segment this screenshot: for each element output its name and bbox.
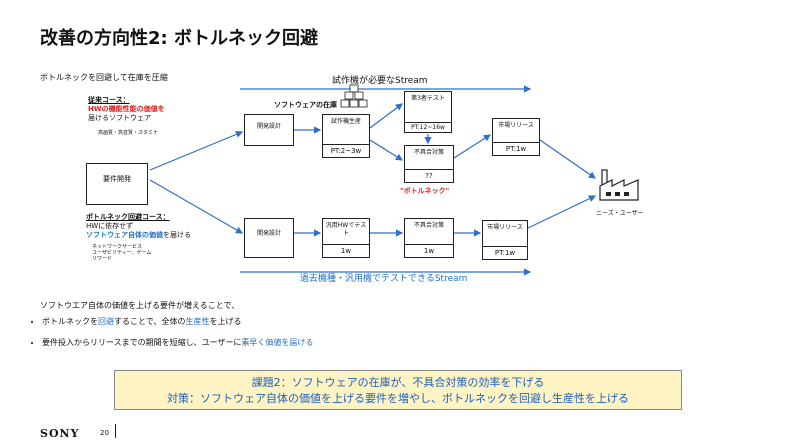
avoid-sub1: ネットワークサービス — [92, 244, 143, 250]
hwtest-box: 汎用HWでテスト 1w — [322, 218, 370, 258]
release-bottom-label: 市場リリース — [487, 224, 523, 231]
proto-box: 試作機生産 PT:2~3w — [322, 114, 370, 158]
bullet-2: 要件投入からリリースまでの期間を短縮し、ユーザーに素早く価値を届ける — [42, 337, 313, 348]
requirement-box: 要件開発 — [86, 163, 148, 205]
req-to-dev-top-arrow — [149, 130, 244, 171]
release-top-label: 市場リリース — [498, 122, 534, 129]
conventional-sub: 高画質・高音質・スタミナ — [98, 130, 159, 136]
fix-bottom-pt: 1w — [405, 244, 453, 257]
conventional-line1: HWの機能性能の価値を — [88, 105, 165, 113]
bullet-1: ボトルネックを回避することで、全体の生産性を上げる — [42, 316, 313, 327]
third-party-label: 第3者テスト — [411, 95, 445, 102]
dev-top-box: 開発設計 — [244, 114, 294, 146]
release-bottom-to-customer-arrow — [527, 195, 597, 229]
brand-logo: SONY — [40, 427, 80, 440]
subtitle: ボトルネックを回避して在庫を圧縮 — [40, 73, 168, 82]
stream-top-label: 試作機が必要なStream — [332, 76, 428, 86]
avoid-course: ボトルネック回避コース： HWに依存せず ソフトウェア自体の価値を届ける ネット… — [86, 213, 191, 262]
third-party-pt: PT:12~16w — [405, 122, 451, 132]
bullet-1-part-a: ボトルネックを — [42, 317, 98, 326]
third-party-box: 第3者テスト PT:12~16w — [404, 91, 452, 133]
avoid-heading: ボトルネック回避コース： — [86, 213, 170, 221]
release-bottom-box: 市場リリース PT:1w — [482, 220, 528, 260]
bullet-list: ボトルネックを回避することで、全体の生産性を上げる 要件投入からリリースまでの期… — [28, 316, 313, 358]
release-to-customer-arrow — [539, 139, 596, 179]
proto-to-third-arrow — [369, 103, 403, 129]
release-bottom-pt: PT:1w — [483, 246, 527, 259]
fix-to-release-arrow — [453, 134, 492, 159]
intro-text: ソフトウエア自体の価値を上げる要件が増えることで、 — [40, 301, 240, 310]
fix-bottom-box: 不具合対策 1w — [404, 218, 454, 258]
dev-bottom-box: 開発設計 — [244, 218, 294, 258]
page-number: 20 — [100, 429, 109, 437]
customer-label: ニーズ・ユーザー — [596, 210, 644, 217]
avoid-sub2: ユーザビリティー、ゲーム — [92, 250, 152, 256]
proto-to-fix-arrow — [369, 139, 404, 161]
fix-top-label: 不具合対策 — [413, 149, 444, 156]
summary-line-2: 対策：ソフトウェア自体の価値を上げる要件を増やし、ボトルネックを回避し生産性を上… — [167, 392, 629, 405]
slide-title: 改善の方向性2: ボトルネック回避 — [40, 28, 318, 49]
conventional-heading: 従来コース： — [88, 96, 130, 104]
bullet-2-part-a: 要件投入からリリースまでの期間を短縮し、ユーザーに — [42, 338, 242, 347]
inventory-stack-icon — [340, 84, 368, 108]
proto-label: 試作機生産 — [330, 118, 361, 125]
proto-pt: PT:2~3w — [323, 144, 369, 157]
bullet-1-part-d: 生産性 — [185, 317, 210, 326]
bullet-1-part-c: することで、全体の — [114, 317, 186, 326]
conventional-line2: 届けるソフトウェア — [88, 114, 151, 122]
stream-bottom-label: 過去機種・汎用機でテストできるStream — [300, 274, 468, 284]
bullet-2-part-b: 素早く価値を届ける — [241, 338, 314, 347]
factory-icon — [599, 169, 639, 201]
avoid-sub3: リワード — [92, 256, 113, 262]
release-top-pt: PT:1w — [493, 142, 539, 155]
dev-top-label: 開発設計 — [256, 123, 281, 130]
summary-box: 課題2：ソフトウェアの在庫が、不具合対策の効率を下げる 対策：ソフトウェア自体の… — [114, 370, 682, 410]
avoid-line2-bold: ソフトウェア自体の価値 — [86, 231, 163, 239]
fix-top-pt: ?? — [405, 169, 453, 182]
conventional-course: 従来コース： HWの機能性能の価値を 届けるソフトウェア 高画質・高音質・スタミ… — [88, 96, 165, 138]
bottleneck-label: "ボトルネック" — [400, 187, 450, 195]
fix-top-box: 不具合対策 ?? — [404, 145, 454, 183]
page-divider — [115, 424, 116, 438]
hwtest-pt: 1w — [323, 244, 369, 257]
requirement-label: 要件開発 — [103, 175, 131, 183]
dev-bottom-label: 開発設計 — [256, 230, 281, 237]
bullet-1-part-b: 回避 — [98, 317, 114, 326]
avoid-line2-rest: を届ける — [163, 231, 191, 239]
inventory-label: ソフトウェアの在庫 — [274, 101, 337, 109]
release-top-box: 市場リリース PT:1w — [492, 118, 540, 156]
bullet-1-part-e: を上げる — [209, 317, 242, 326]
hwtest-label: 汎用HWでテスト — [325, 222, 367, 237]
avoid-line1: HWに依存せず — [86, 222, 134, 230]
summary-line-1: 課題2：ソフトウェアの在庫が、不具合対策の効率を下げる — [251, 376, 545, 389]
fix-bottom-label: 不具合対策 — [413, 222, 444, 229]
req-to-dev-bottom-arrow — [149, 179, 244, 234]
